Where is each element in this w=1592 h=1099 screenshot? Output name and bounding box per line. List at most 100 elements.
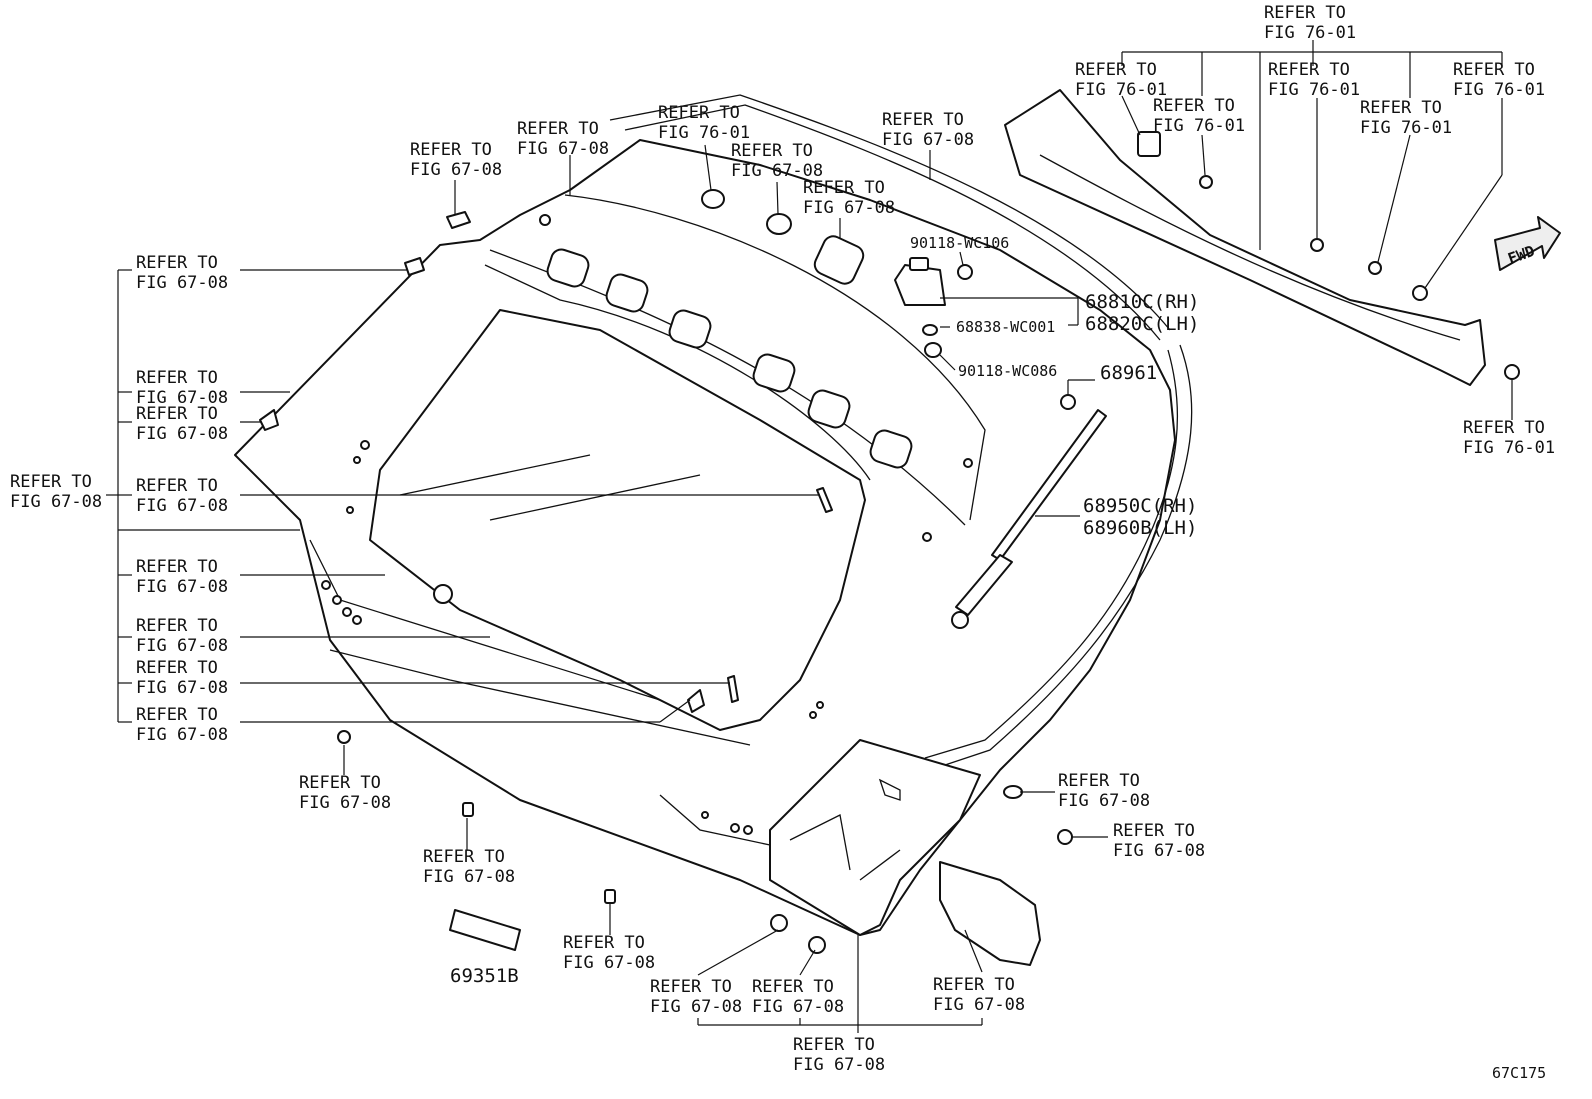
clip-icon [604, 889, 616, 904]
back-door-panel [234, 94, 1193, 936]
refer-label: REFER TO [1360, 98, 1442, 118]
refer-label: REFER TO [1075, 60, 1157, 80]
refer-fig-label: FIG 67-08 [731, 161, 823, 181]
refer-label: REFER TO [136, 253, 218, 273]
part-number: 68961 [1100, 362, 1157, 384]
side-cover-icon [939, 861, 1041, 966]
refer-fig-label: FIG 76-01 [1463, 438, 1555, 458]
part-number: 68960B(LH) [1083, 517, 1197, 539]
part-number: 68950C(RH) [1083, 495, 1197, 517]
refer-fig-label: FIG 76-01 [1264, 23, 1356, 43]
refer-label: REFER TO [136, 705, 218, 725]
refer-fig-label: FIG 67-08 [410, 160, 502, 180]
refer-fig-label: FIG 67-08 [793, 1055, 885, 1075]
screw-icon [808, 936, 826, 954]
hinge-assembly [894, 257, 1076, 410]
part-number: 68838-WC001 [956, 318, 1055, 336]
refer-fig-label: FIG 67-08 [882, 130, 974, 150]
seal-strip-icon [404, 257, 425, 276]
refer-label: REFER TO [793, 1035, 875, 1055]
clip-icon [462, 802, 474, 817]
grommet-icon [701, 189, 725, 209]
refer-fig-label: FIG 67-08 [136, 388, 228, 408]
refer-label: REFER TO [136, 658, 218, 678]
refer-label: REFER TO [136, 616, 218, 636]
spoiler-clip-icon [1137, 131, 1161, 157]
part-number: 90118-WC106 [910, 234, 1009, 252]
refer-label: REFER TO [658, 103, 740, 123]
refer-fig-label: FIG 76-01 [1075, 80, 1167, 100]
refer-label: REFER TO [731, 141, 813, 161]
refer-label: REFER TO [299, 773, 381, 793]
clip-icon [337, 730, 351, 744]
refer-fig-label: FIG 67-08 [563, 953, 655, 973]
seal-strip-icon [687, 689, 705, 713]
refer-fig-label: FIG 67-08 [136, 678, 228, 698]
refer-fig-label: FIG 67-08 [136, 424, 228, 444]
refer-fig-label: FIG 76-01 [1268, 80, 1360, 100]
diagram-code: 67C175 [1492, 1064, 1546, 1082]
refer-fig-label: FIG 67-08 [136, 273, 228, 293]
refer-fig-label: FIG 76-01 [1153, 116, 1245, 136]
screw-icon [1057, 829, 1073, 845]
refer-label: REFER TO [933, 975, 1015, 995]
refer-fig-label: FIG 67-08 [517, 139, 609, 159]
refer-fig-label: FIG 67-08 [650, 997, 742, 1017]
refer-label: REFER TO [410, 140, 492, 160]
refer-label: REFER TO [10, 472, 92, 492]
refer-label: REFER TO [1058, 771, 1140, 791]
seal-strip-icon [446, 211, 471, 229]
fwd-arrow: FWD [1494, 216, 1561, 271]
refer-label: REFER TO [882, 110, 964, 130]
refer-label: REFER TO [1463, 418, 1545, 438]
refer-label: REFER TO [136, 476, 218, 496]
back-door-damper [951, 409, 1107, 629]
refer-fig-label: FIG 76-01 [1360, 118, 1452, 138]
part-number: 68810C(RH) [1085, 291, 1199, 313]
refer-fig-label: FIG 67-08 [1113, 841, 1205, 861]
refer-fig-label: FIG 76-01 [1453, 80, 1545, 100]
refer-fig-label: FIG 67-08 [136, 636, 228, 656]
refer-label: REFER TO [1453, 60, 1535, 80]
refer-fig-label: FIG 67-08 [136, 496, 228, 516]
refer-fig-label: FIG 67-08 [299, 793, 391, 813]
leader-lines [106, 40, 1513, 1033]
refer-label: REFER TO [1264, 3, 1346, 23]
refer-label: REFER TO [423, 847, 505, 867]
seal-strip-icon [816, 487, 833, 513]
refer-fig-label: FIG 67-08 [423, 867, 515, 887]
refer-label: REFER TO [803, 178, 885, 198]
refer-fig-label: FIG 76-01 [658, 123, 750, 143]
refer-fig-label: FIG 67-08 [10, 492, 102, 512]
refer-label: REFER TO [517, 119, 599, 139]
refer-label: REFER TO [136, 368, 218, 388]
refer-fig-label: FIG 67-08 [1058, 791, 1150, 811]
part-number: 69351B [450, 965, 519, 987]
refer-label: REFER TO [136, 557, 218, 577]
refer-label: REFER TO [1113, 821, 1195, 841]
seal-strip-icon [259, 409, 279, 431]
part-number: 90118-WC086 [958, 362, 1057, 380]
refer-fig-label: FIG 67-08 [803, 198, 895, 218]
refer-label: REFER TO [1153, 96, 1235, 116]
refer-fig-label: FIG 67-08 [136, 725, 228, 745]
refer-label: REFER TO [563, 933, 645, 953]
cover-pad-icon [813, 235, 865, 285]
back-door-handle [449, 909, 521, 951]
refer-fig-label: FIG 67-08 [752, 997, 844, 1017]
refer-label: REFER TO [1268, 60, 1350, 80]
refer-label: REFER TO [752, 977, 834, 997]
part-number: 68820C(LH) [1085, 313, 1199, 335]
refer-fig-label: FIG 67-08 [136, 577, 228, 597]
upper-rail-holes [546, 248, 913, 469]
rear-spoiler [1004, 89, 1520, 386]
plug-icon [1003, 785, 1023, 799]
grommet-icon [766, 213, 792, 235]
screw-icon [770, 914, 788, 932]
refer-fig-label: FIG 67-08 [933, 995, 1025, 1015]
labels: REFER TO FIG 67-08 REFER TO FIG 67-08 RE… [10, 3, 1555, 1082]
refer-label: REFER TO [650, 977, 732, 997]
seal-strip-icon [727, 675, 739, 703]
